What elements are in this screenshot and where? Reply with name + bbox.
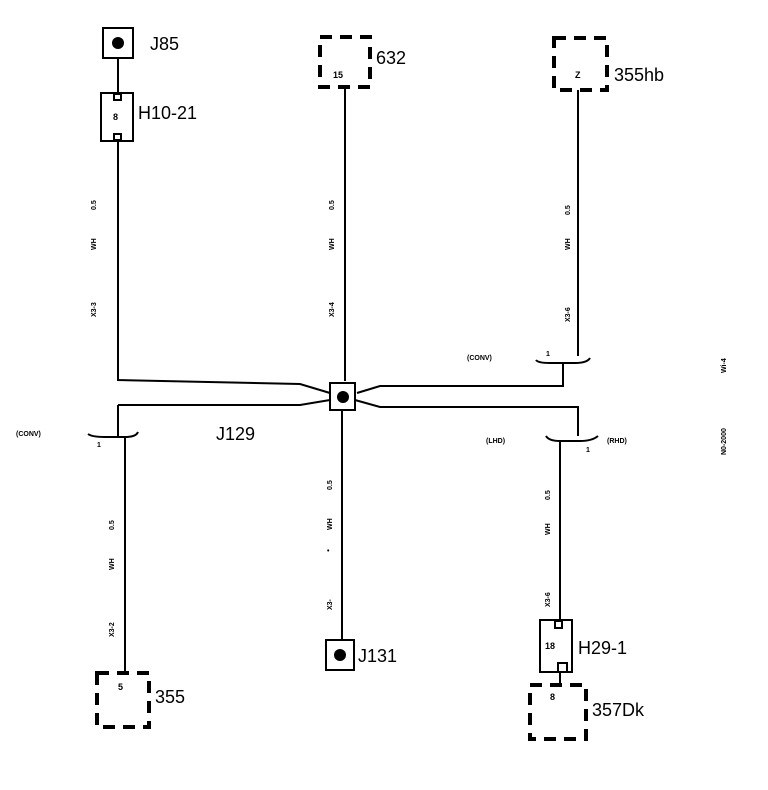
label-355hb: 355hb <box>614 65 664 85</box>
pin-h29-1: 18 <box>545 641 555 651</box>
svg-text:Wi-4: Wi-4 <box>721 358 728 373</box>
svg-text:1: 1 <box>546 351 550 358</box>
connector-j131[interactable] <box>325 639 355 671</box>
svg-text:X3-6: X3-6 <box>545 592 552 607</box>
label-j85: J85 <box>150 34 179 54</box>
svg-text:•: • <box>327 548 330 555</box>
svg-text:X3-4: X3-4 <box>329 302 336 317</box>
label-632: 632 <box>376 48 406 68</box>
margin-ref-top: Wi-4 <box>721 358 728 373</box>
pin-355: 5 <box>118 682 123 692</box>
connector-h10-21[interactable]: 8 <box>100 92 134 142</box>
label-h29-1: H29-1 <box>578 638 627 658</box>
svg-text:WH: WH <box>545 523 552 535</box>
pin-357dk: 8 <box>550 692 555 702</box>
svg-text:1: 1 <box>586 447 590 454</box>
wire-1-spec: 0.5 <box>91 200 98 210</box>
splice-conv-right: 1 <box>535 351 591 364</box>
connector-355[interactable]: 5 <box>95 671 151 729</box>
svg-text:0.5: 0.5 <box>327 480 334 490</box>
pin-h10-21: 8 <box>113 112 118 122</box>
svg-text:WH: WH <box>565 238 572 250</box>
splice-lhd-rhd: 1 <box>545 435 599 454</box>
splice-conv-left: 1 <box>87 431 139 449</box>
option-conv-left: (CONV) <box>16 431 41 438</box>
option-rhd: (RHD) <box>607 438 627 445</box>
svg-text:1: 1 <box>97 442 101 449</box>
svg-text:X3-6: X3-6 <box>565 307 572 322</box>
svg-text:0.5: 0.5 <box>109 520 116 530</box>
svg-text:0.5: 0.5 <box>545 490 552 500</box>
pin-632: 15 <box>333 70 343 80</box>
label-355: 355 <box>155 687 185 707</box>
svg-text:WH: WH <box>329 238 336 250</box>
svg-text:0.5: 0.5 <box>91 200 98 210</box>
connector-357dk[interactable]: 8 <box>528 683 588 741</box>
svg-text:WH: WH <box>327 518 334 530</box>
label-j131: J131 <box>358 646 397 666</box>
svg-text:X3-3: X3-3 <box>91 302 98 317</box>
svg-text:N0-2000: N0-2000 <box>721 428 728 455</box>
wire-1 <box>117 141 331 394</box>
label-357dk: 357Dk <box>592 700 645 720</box>
pin-355hb: Z <box>575 70 581 80</box>
label-j129: J129 <box>216 424 255 444</box>
option-conv-right: (CONV) <box>467 355 492 362</box>
svg-text:X3-: X3- <box>327 598 334 610</box>
svg-text:0.5: 0.5 <box>329 200 336 210</box>
connector-h29-1[interactable]: 18 <box>539 619 573 673</box>
svg-text:0.5: 0.5 <box>565 205 572 215</box>
connector-355hb[interactable]: Z <box>552 36 609 92</box>
svg-text:X3-2: X3-2 <box>109 622 116 637</box>
label-h10-21: H10-21 <box>138 103 197 123</box>
margin-ref-bottom: N0-2000 <box>721 428 728 455</box>
splice-j129[interactable] <box>329 382 356 411</box>
connector-j85[interactable] <box>102 27 134 59</box>
svg-text:WH: WH <box>91 238 98 250</box>
svg-text:WH: WH <box>109 558 116 570</box>
option-lhd: (LHD) <box>486 438 505 445</box>
connector-632[interactable]: 15 <box>318 35 372 89</box>
